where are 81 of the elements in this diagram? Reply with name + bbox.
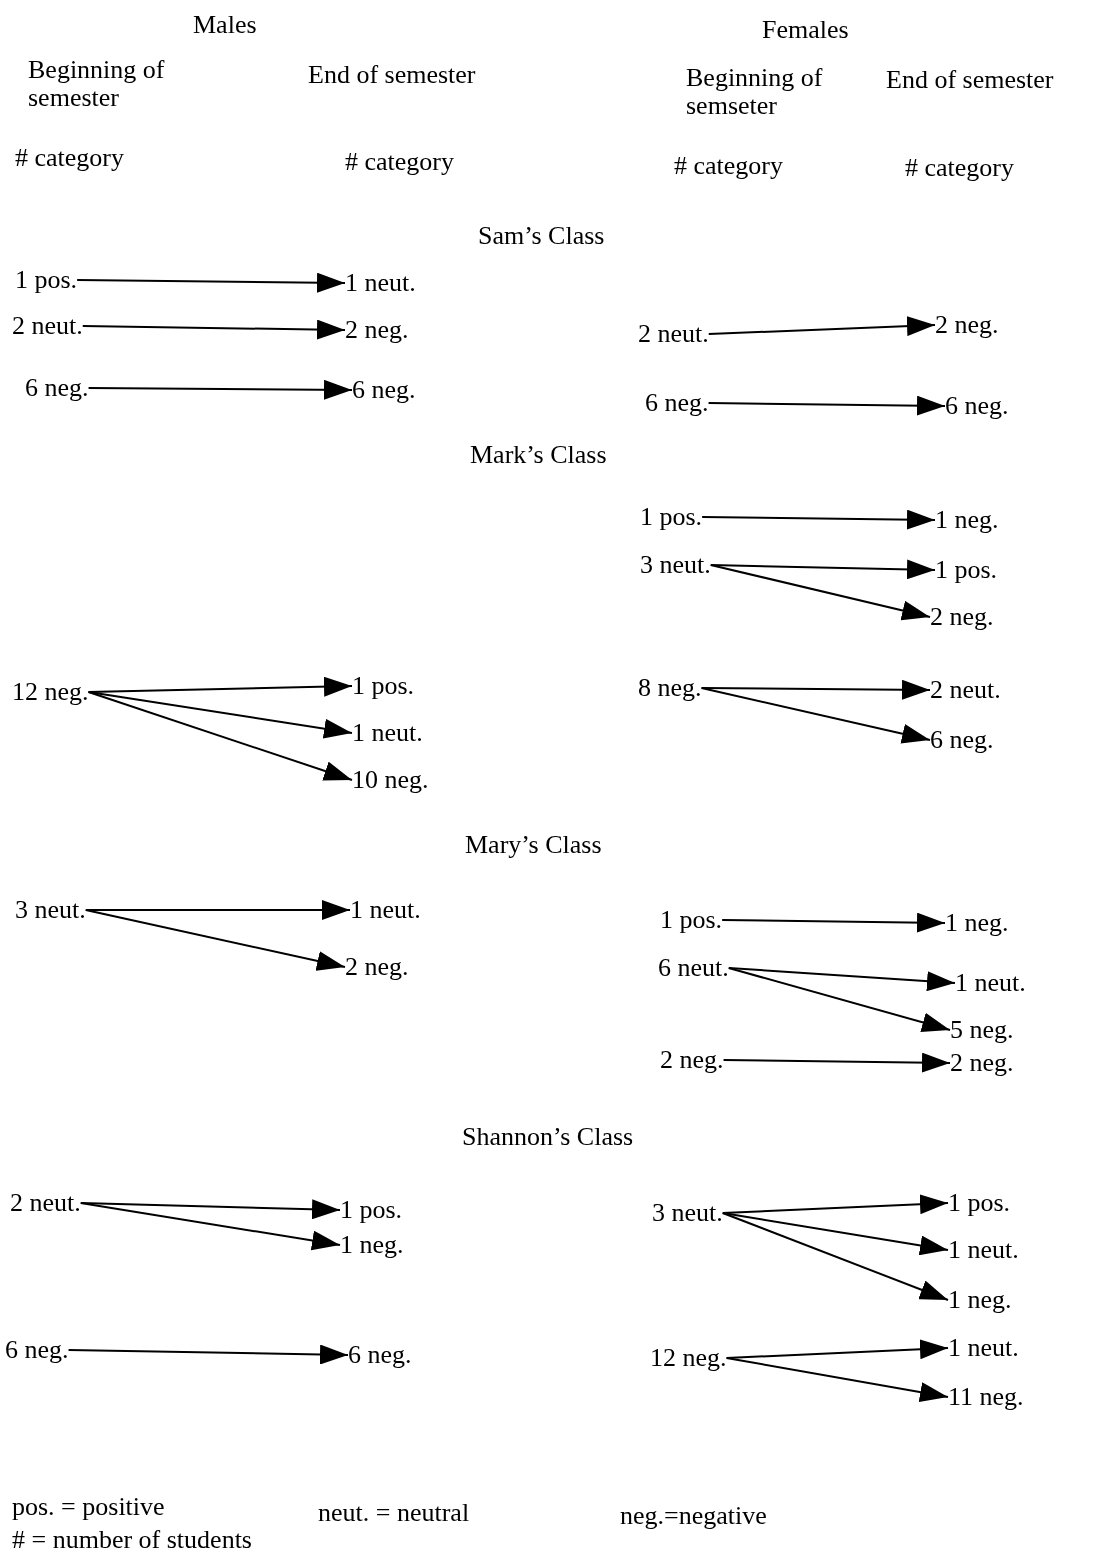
arrow bbox=[67, 1344, 349, 1365]
column-heading: # category bbox=[905, 153, 1014, 183]
legend-note: pos. = positive bbox=[12, 1492, 165, 1522]
arrow bbox=[79, 1202, 341, 1251]
count-label: 2 neg. bbox=[935, 310, 999, 340]
arrow bbox=[725, 1357, 949, 1402]
count-label: 1 neg. bbox=[935, 505, 999, 535]
legend-note: neut. = neutral bbox=[318, 1498, 470, 1528]
count-label: 2 neg. bbox=[950, 1048, 1014, 1078]
arrow bbox=[707, 395, 946, 416]
arrow bbox=[721, 912, 946, 933]
arrow bbox=[76, 272, 346, 293]
legend-note: neg.=negative bbox=[620, 1501, 767, 1531]
arrow bbox=[87, 379, 353, 400]
count-label: 11 neg. bbox=[948, 1382, 1024, 1412]
count-label: 1 neg. bbox=[945, 908, 1009, 938]
count-label: 1 neut. bbox=[350, 895, 421, 925]
count-label: 2 neut. bbox=[12, 311, 83, 341]
count-label: 1 neut. bbox=[352, 718, 423, 748]
count-label: 10 neg. bbox=[352, 765, 429, 795]
arrow bbox=[87, 691, 353, 739]
arrow bbox=[700, 687, 931, 744]
count-label: 8 neg. bbox=[638, 673, 702, 703]
count-label: 2 neg. bbox=[345, 315, 409, 345]
count-label: 6 neg. bbox=[945, 391, 1009, 421]
count-label: 12 neg. bbox=[12, 677, 89, 707]
count-label: 3 neut. bbox=[640, 550, 711, 580]
count-label: 1 pos. bbox=[660, 905, 723, 935]
count-label: 1 pos. bbox=[935, 555, 998, 585]
count-label: 1 pos. bbox=[640, 502, 703, 532]
group-heading: Females bbox=[762, 15, 849, 45]
count-label: 2 neut. bbox=[10, 1188, 81, 1218]
count-label: 1 neg. bbox=[340, 1230, 404, 1260]
count-label: 1 neut. bbox=[948, 1333, 1019, 1363]
arrow bbox=[84, 909, 346, 971]
section-heading: Mark’s Class bbox=[470, 440, 607, 470]
count-label: 2 neg. bbox=[930, 602, 994, 632]
count-label: 1 pos. bbox=[340, 1195, 403, 1225]
section-heading: Shannon’s Class bbox=[462, 1122, 634, 1152]
count-label: 2 neg. bbox=[660, 1045, 724, 1075]
arrow bbox=[707, 316, 936, 337]
count-label: 6 neut. bbox=[658, 953, 729, 983]
count-label: 3 neut. bbox=[15, 895, 86, 925]
column-heading: End of semester bbox=[886, 65, 1054, 95]
arrow bbox=[722, 1052, 951, 1073]
count-label: 1 pos. bbox=[352, 671, 415, 701]
group-heading: Males bbox=[193, 10, 257, 40]
count-label: 2 neut. bbox=[930, 675, 1001, 705]
count-label: 2 neut. bbox=[638, 319, 709, 349]
arrow bbox=[87, 691, 353, 781]
count-label: 6 neg. bbox=[352, 375, 416, 405]
count-label: 1 neut. bbox=[345, 268, 416, 298]
count-label: 1 pos. bbox=[948, 1188, 1011, 1218]
column-heading: # category bbox=[15, 143, 124, 173]
count-label: 2 neg. bbox=[345, 952, 409, 982]
arrow bbox=[721, 1212, 949, 1301]
section-heading: Mary’s Class bbox=[465, 830, 602, 860]
column-heading: End of semester bbox=[308, 60, 476, 90]
count-label: 1 pos. bbox=[15, 265, 78, 295]
legend-note: # = number of students bbox=[12, 1525, 252, 1555]
count-label: 5 neg. bbox=[950, 1015, 1014, 1045]
arrow bbox=[701, 509, 936, 530]
count-label: 1 neut. bbox=[955, 968, 1026, 998]
column-heading: Beginning of semseter bbox=[686, 64, 824, 120]
count-label: 6 neg. bbox=[930, 725, 994, 755]
column-heading: Beginning of semester bbox=[28, 56, 166, 112]
arrow bbox=[81, 319, 346, 340]
arrow bbox=[727, 967, 951, 1033]
count-label: 1 neg. bbox=[948, 1285, 1012, 1315]
count-label: 6 neg. bbox=[5, 1335, 69, 1365]
count-label: 6 neg. bbox=[25, 373, 89, 403]
arrow bbox=[721, 1212, 949, 1256]
count-label: 6 neg. bbox=[645, 388, 709, 418]
arrow bbox=[709, 564, 931, 621]
count-label: 12 neg. bbox=[650, 1343, 727, 1373]
count-label: 1 neut. bbox=[948, 1235, 1019, 1265]
column-heading: # category bbox=[345, 147, 454, 177]
count-label: 6 neg. bbox=[348, 1340, 412, 1370]
column-heading: # category bbox=[674, 151, 783, 181]
section-heading: Sam’s Class bbox=[478, 221, 605, 251]
count-label: 3 neut. bbox=[652, 1198, 723, 1228]
